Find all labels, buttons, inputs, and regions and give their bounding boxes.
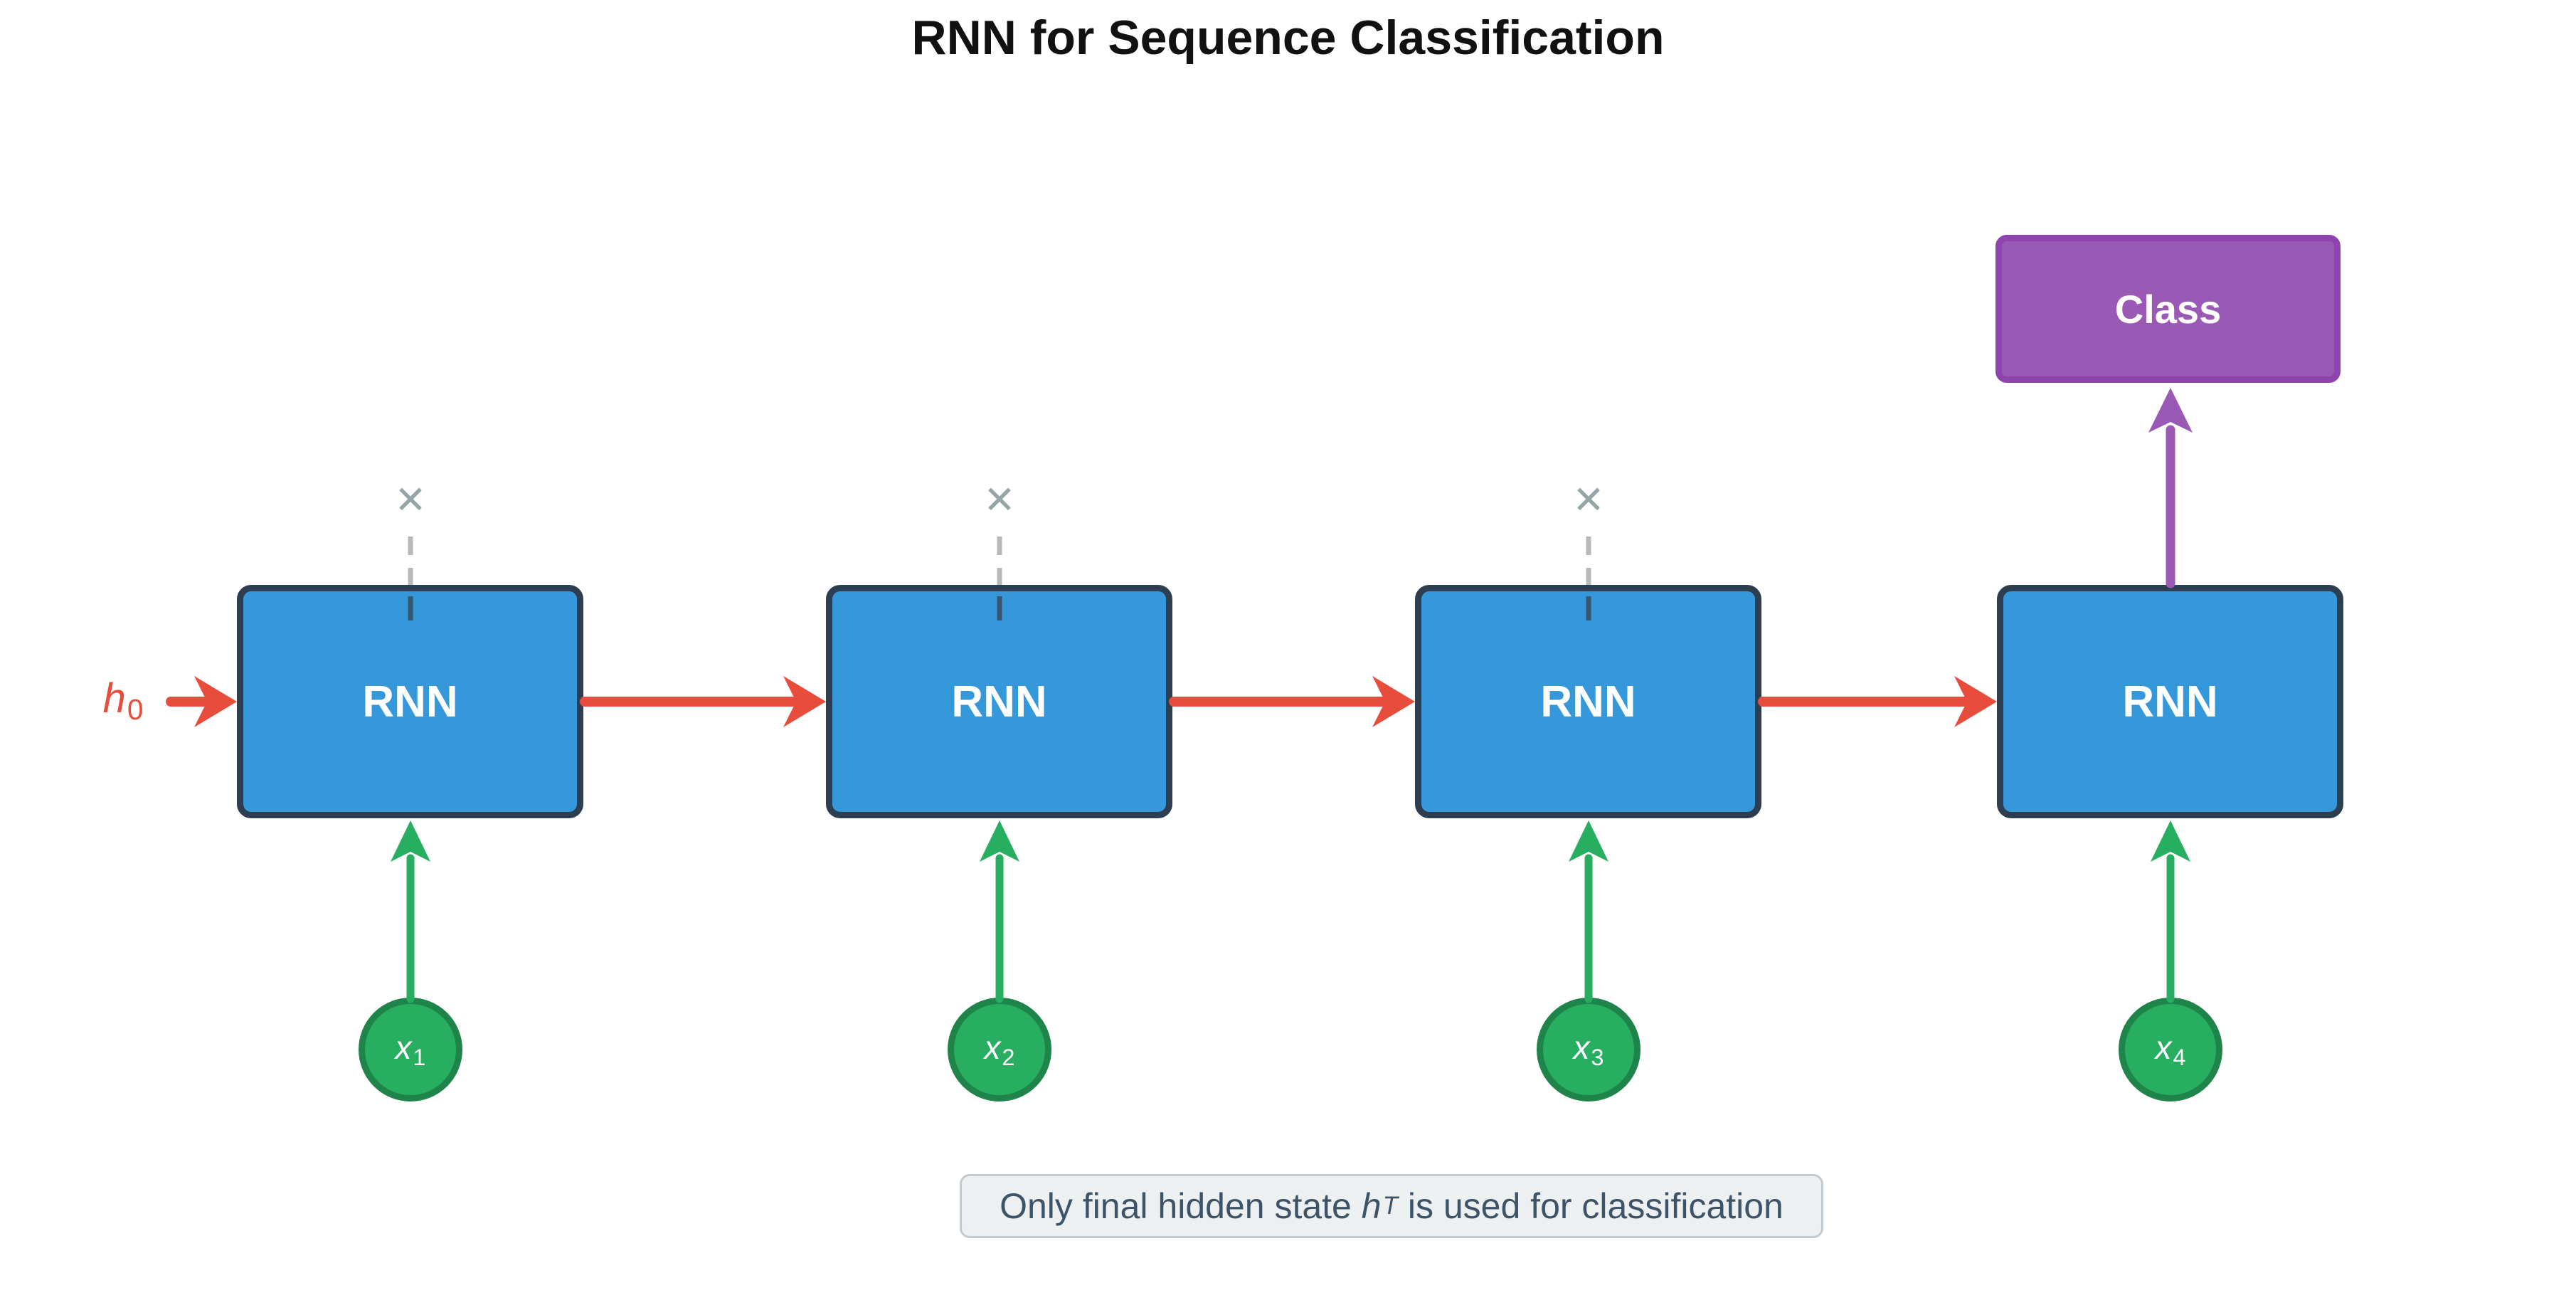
caption-var-base: h	[1361, 1186, 1382, 1226]
input-label: x2	[984, 1029, 1015, 1070]
input-label: x1	[395, 1029, 426, 1070]
class-output-label: Class	[2114, 286, 2222, 332]
diagram-title: RNN for Sequence Classification	[911, 11, 1665, 65]
initial-state-base: h	[102, 675, 126, 722]
rnn-cell-1: RNN	[237, 585, 583, 818]
state-arrow-h0	[166, 676, 237, 727]
rnn-cell-3: RNN	[1415, 585, 1761, 818]
state-arrow-1	[580, 676, 826, 727]
caption-suffix: is used for classification	[1397, 1186, 1783, 1226]
rnn-cell-4: RNN	[1997, 585, 2343, 818]
input-node-x2: x2	[948, 998, 1051, 1101]
output-arrow	[2148, 388, 2193, 588]
input-label: x4	[2155, 1029, 2186, 1070]
discard-cross-icon: ✕	[1572, 479, 1605, 522]
rnn-cell-label: RNN	[1540, 677, 1636, 727]
input-node-x3: x3	[1537, 998, 1641, 1101]
rnn-cell-label: RNN	[362, 677, 458, 727]
input-node-x1: x1	[359, 998, 462, 1101]
discard-cross-icon: ✕	[983, 479, 1016, 522]
input-arrow-3	[1569, 820, 1608, 1003]
discard-cross-icon: ✕	[394, 479, 427, 522]
class-output-box: Class	[1995, 235, 2341, 383]
state-arrow-2	[1169, 676, 1415, 727]
input-arrow-2	[980, 820, 1019, 1003]
input-label: x3	[1573, 1029, 1604, 1070]
initial-state-subscript: 0	[127, 693, 144, 727]
state-arrow-3	[1758, 676, 1997, 727]
rnn-cell-label: RNN	[951, 677, 1047, 727]
initial-state-label: h0	[84, 675, 162, 727]
caption-prefix: Only final hidden state	[1000, 1186, 1362, 1226]
input-node-x4: x4	[2119, 998, 2222, 1101]
rnn-cell-label: RNN	[2122, 677, 2218, 727]
input-arrow-4	[2151, 820, 2190, 1003]
caption-var-subscript: T	[1382, 1192, 1398, 1220]
input-arrow-1	[391, 820, 430, 1003]
rnn-cell-2: RNN	[826, 585, 1172, 818]
